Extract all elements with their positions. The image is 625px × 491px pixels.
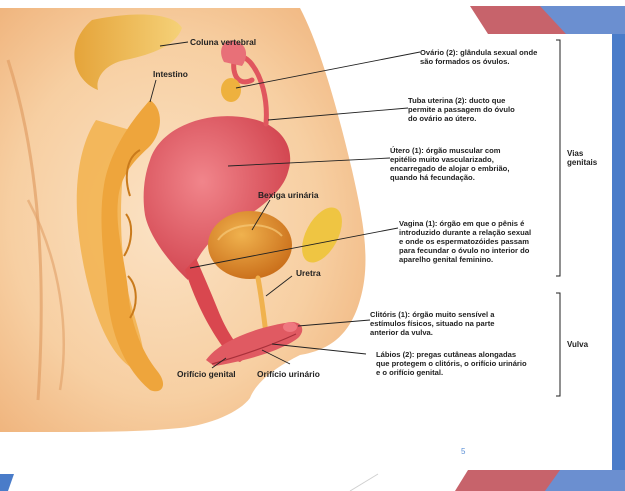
slide-accent-bottom-left <box>0 474 14 491</box>
annotation-tube: Tuba uterina (2): ducto que permite a pa… <box>408 96 517 123</box>
annotation-labia: Lábios (2): pregas cutâneas alongadas qu… <box>376 350 529 377</box>
bladder-shape <box>208 211 292 279</box>
label-urethra: Uretra <box>296 268 321 278</box>
slide-accent-right-bar <box>612 34 625 474</box>
label-spine: Coluna vertebral <box>190 37 256 47</box>
group-label-vias-genitais: Vias genitais <box>567 149 598 167</box>
annotation-uterus: Útero (1): órgão muscular com epitélio m… <box>390 146 512 182</box>
annotation-vagina: Vagina (1): órgão em que o pênis é intro… <box>399 219 533 264</box>
label-bladder: Bexiga urinária <box>258 190 319 200</box>
bracket-vias-genitais <box>556 40 560 276</box>
label-genital-orifice: Orifício genital <box>177 369 236 379</box>
group-label-vulva: Vulva <box>567 340 589 349</box>
bracket-vulva <box>556 293 560 396</box>
clitoris-shape <box>283 322 297 332</box>
annotation-clitoris: Clitóris (1): órgão muito sensível a est… <box>370 310 497 337</box>
annotation-ovary: Ovário (2): glândula sexual onde são for… <box>420 48 539 66</box>
slide-accent-line <box>350 474 378 491</box>
page-number: 5 <box>461 447 465 456</box>
ovary-shape <box>221 78 241 102</box>
label-intestine: Intestino <box>153 69 188 79</box>
label-urinary-orifice: Orifício urinário <box>257 369 320 379</box>
group-brackets <box>556 40 560 396</box>
